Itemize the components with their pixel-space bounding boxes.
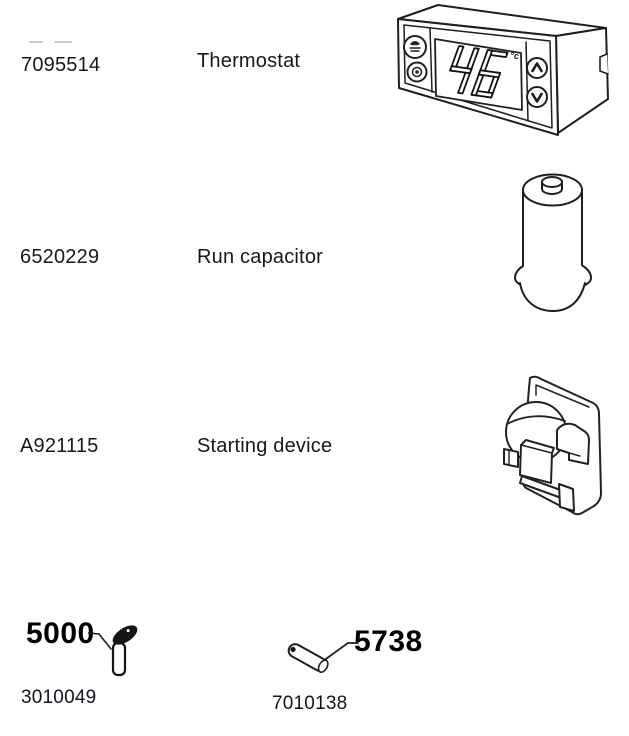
sensor-tube (111, 641, 127, 677)
callout-ref-5000: 5000 (26, 617, 95, 650)
part-number-cylindrical-pin: 7010138 (272, 693, 348, 714)
scan-artifact-dash (54, 41, 72, 43)
capacitor-terminal (541, 176, 563, 195)
part-desc-starting-device: Starting device (197, 435, 333, 457)
pin-body (287, 643, 329, 674)
cylindrical-pin-illustration (283, 638, 361, 684)
arrow-up-icon (531, 62, 543, 73)
device-bottom-tab (558, 483, 575, 512)
run-capacitor-illustration (503, 168, 595, 318)
part-number-run-capacitor: 6520229 (20, 246, 100, 268)
starting-device-illustration (496, 370, 618, 518)
capacitor-body (523, 190, 582, 270)
thermostat-side-notch (599, 53, 609, 75)
part-number-thermostat: 7095514 (21, 54, 101, 76)
part-desc-run-capacitor: Run capacitor (197, 246, 323, 268)
leader-line (322, 642, 359, 662)
part-number-sensor-pin: 3010049 (21, 687, 97, 708)
device-left-tab (503, 448, 519, 468)
arrow-down-icon (531, 92, 543, 103)
sensor-head (112, 625, 138, 645)
callout-ref-5738: 5738 (354, 625, 423, 658)
leader-line (88, 632, 112, 650)
defrost-icon (409, 41, 421, 52)
part-desc-thermostat: Thermostat (197, 50, 301, 72)
capacitor-base (519, 282, 586, 312)
panel-divider-left (429, 27, 433, 93)
down-button[interactable] (526, 86, 548, 108)
scan-artifact-dash (29, 41, 43, 43)
defrost-button[interactable] (403, 35, 427, 59)
display-digits (449, 45, 509, 99)
callout-5000-leader (88, 629, 114, 651)
panel-divider-right (525, 41, 529, 122)
part-number-starting-device: A921115 (20, 435, 99, 457)
up-button[interactable] (526, 57, 548, 79)
thermostat-illustration: °c (393, 2, 625, 138)
display-unit: °c (510, 50, 520, 61)
power-button[interactable] (406, 61, 428, 83)
thermostat-side-face (555, 27, 609, 134)
device-bracket (556, 422, 590, 465)
power-icon (411, 66, 423, 78)
sensor-pin-illustration (105, 622, 147, 678)
